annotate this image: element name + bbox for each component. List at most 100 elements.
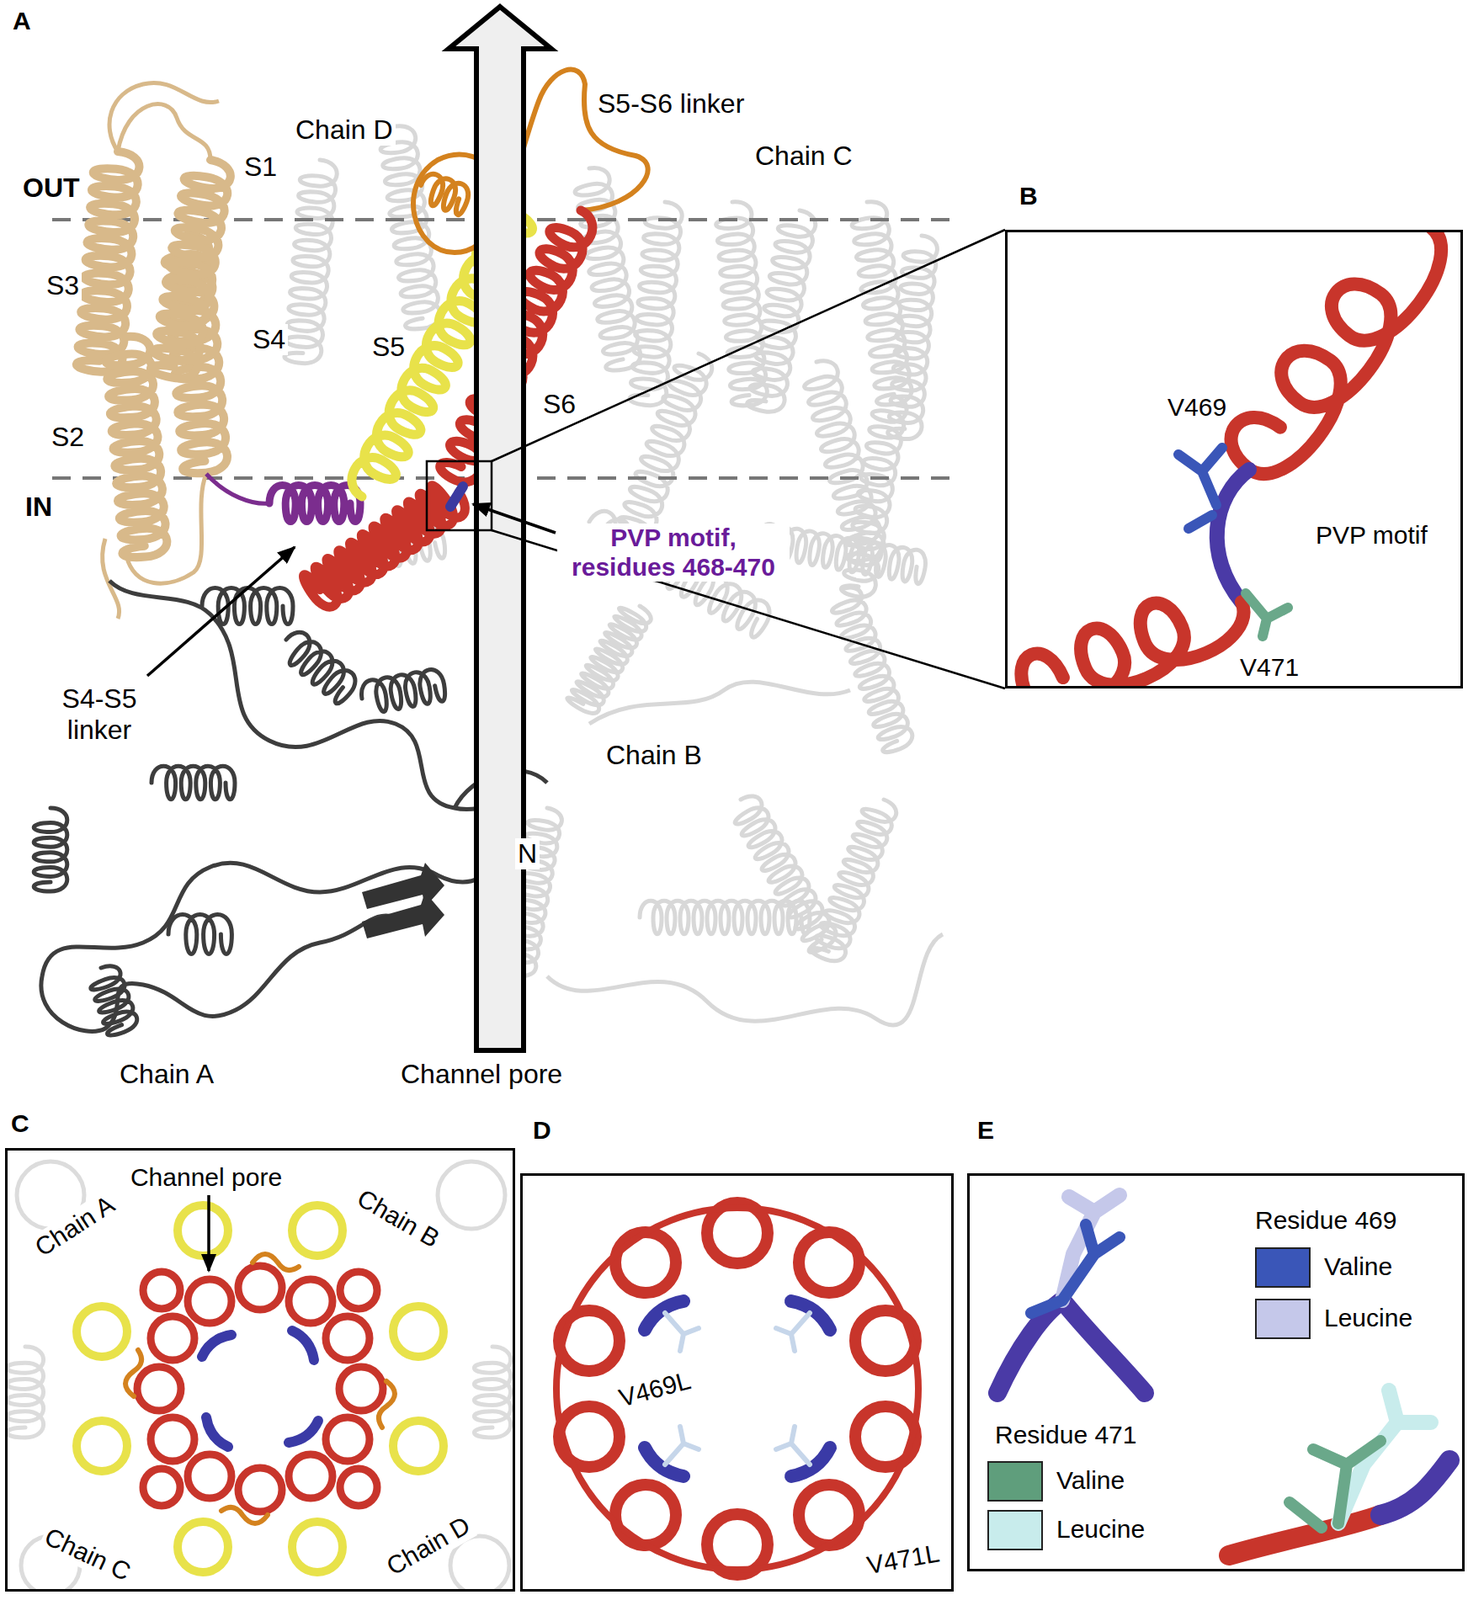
panel-c-top-view bbox=[288, 1420, 319, 1443]
panel-d-pore-ring bbox=[615, 1484, 676, 1546]
panel-e-side-chains bbox=[997, 1195, 1450, 1556]
panel-c-top-view bbox=[150, 1417, 195, 1462]
ghost-chains bbox=[611, 347, 717, 553]
panel-c-top-view bbox=[76, 1420, 128, 1472]
voltage-sensor-helices bbox=[109, 82, 219, 152]
chain-label: Chain C bbox=[752, 140, 856, 172]
panel-c-top-view bbox=[288, 1279, 333, 1324]
segment-label: S1 bbox=[241, 151, 280, 183]
ghost-chains bbox=[809, 793, 899, 965]
legend-swatch bbox=[987, 1461, 1043, 1502]
panel-d-pore-ring bbox=[615, 1232, 676, 1293]
zoom-callout bbox=[426, 229, 1006, 689]
legend-text: Leucine bbox=[1056, 1515, 1145, 1545]
panel-c-top-view bbox=[340, 1271, 378, 1309]
ghost-chains bbox=[565, 597, 655, 718]
panel-c-top-view bbox=[437, 1161, 506, 1229]
panel-c-top-view bbox=[340, 1468, 378, 1506]
voltage-sensor-helices bbox=[117, 104, 211, 160]
panel-text: V471 bbox=[1239, 653, 1299, 683]
panel-c-top-view bbox=[207, 1195, 211, 1272]
panel-c-top-view bbox=[288, 1454, 333, 1499]
panel-text: V469L bbox=[613, 1365, 697, 1414]
panel-c-top-view bbox=[292, 1521, 343, 1573]
panel-c-top-view bbox=[238, 1265, 282, 1310]
panel-d-pore-ring bbox=[556, 1202, 919, 1575]
legend-text: Leucine bbox=[1324, 1303, 1413, 1334]
ghost-chains bbox=[283, 123, 943, 1026]
cytoplasmic-domain bbox=[359, 667, 447, 715]
cytoplasmic-domain bbox=[151, 765, 235, 800]
mutant-panel: V469LV471L bbox=[520, 1173, 954, 1592]
panel-c-top-view bbox=[187, 1279, 232, 1324]
segment-label: S5 bbox=[369, 331, 408, 363]
cytoplasmic-domain bbox=[33, 580, 548, 1038]
leader-arrows bbox=[147, 504, 556, 676]
panel-d-pore-ring bbox=[664, 1313, 699, 1351]
panel-c-top-view bbox=[177, 1521, 229, 1573]
cytoplasmic-domain bbox=[168, 914, 232, 955]
panel-d-pore-ring bbox=[798, 1232, 860, 1293]
ghost-chains bbox=[283, 158, 338, 365]
ghost-chains bbox=[589, 681, 851, 724]
legend-text: Valine bbox=[1056, 1466, 1125, 1496]
panel-c-top-view bbox=[7, 1161, 511, 1590]
s4-s5-linker bbox=[206, 473, 361, 522]
panel-c-top-view bbox=[473, 1346, 511, 1438]
panel-b-zoom bbox=[1219, 232, 1460, 491]
panel-c-top-view bbox=[143, 1271, 181, 1309]
panel-b-zoom bbox=[1245, 593, 1288, 637]
panel-text: Residue 471 bbox=[994, 1420, 1137, 1451]
panel-c-top-view bbox=[292, 1205, 343, 1256]
panel-text: Chain B bbox=[350, 1182, 447, 1256]
ghost-chains bbox=[547, 934, 943, 1026]
chain-label: Chain B bbox=[603, 739, 705, 772]
panel-b-zoom bbox=[1217, 469, 1250, 602]
panel-c-top-view bbox=[325, 1316, 370, 1361]
motif-label: PVP motif, residues 468-470 bbox=[557, 523, 790, 582]
panel-c-top-view bbox=[238, 1468, 282, 1512]
chain-label: Chain D bbox=[292, 114, 396, 146]
panel-c-top-view bbox=[206, 1417, 229, 1447]
panel-letter: E bbox=[974, 1116, 997, 1146]
panel-text: Chain C bbox=[37, 1521, 138, 1589]
panel-b-zoom bbox=[1012, 571, 1255, 687]
top-view-panel: Channel poreChain AChain BChain CChain D bbox=[5, 1148, 516, 1592]
panel-b-zoom bbox=[1178, 447, 1223, 529]
panel-c-top-view bbox=[378, 1381, 395, 1428]
legend-text: Valine bbox=[1324, 1252, 1393, 1282]
panel-c-top-view bbox=[137, 1366, 181, 1411]
segment-label: S2 bbox=[48, 421, 87, 453]
panel-c-top-view bbox=[76, 1205, 444, 1573]
chain-label: Chain A bbox=[117, 1058, 217, 1091]
voltage-sensor-helices bbox=[102, 538, 120, 619]
panel-c-top-view bbox=[393, 1306, 444, 1357]
panel-c-top-view bbox=[221, 1507, 268, 1524]
panel-c-top-view bbox=[7, 1161, 511, 1590]
pvp-motif bbox=[450, 486, 463, 507]
segment-label: S5-S6 linker bbox=[595, 88, 747, 120]
ghost-chains bbox=[377, 123, 443, 331]
panel-text: Residue 469 bbox=[1255, 1206, 1397, 1236]
panel-c-top-view bbox=[252, 1254, 299, 1271]
ghost-chains bbox=[825, 583, 915, 755]
leader-arrows bbox=[473, 504, 556, 533]
zoom-callout bbox=[491, 229, 1006, 462]
pore-label: Channel pore bbox=[398, 1058, 565, 1091]
ghost-chains bbox=[887, 234, 939, 441]
panel-text: PVP motif bbox=[1313, 521, 1431, 551]
s6-helix bbox=[300, 202, 599, 612]
membrane-label: IN bbox=[22, 491, 55, 523]
cytoplasmic-domain bbox=[361, 892, 445, 939]
panel-letter: D bbox=[530, 1116, 554, 1146]
panel-c-top-view bbox=[292, 1330, 314, 1361]
channel-pore-arrow bbox=[448, 6, 552, 1051]
terminus-label: N bbox=[515, 838, 540, 870]
panel-c-top-view bbox=[137, 1265, 383, 1512]
cytoplasmic-domain bbox=[41, 580, 497, 1032]
segment-label: S4-S5 linker bbox=[33, 683, 165, 746]
legend-swatch bbox=[1255, 1298, 1311, 1340]
ghost-chains bbox=[639, 900, 810, 935]
